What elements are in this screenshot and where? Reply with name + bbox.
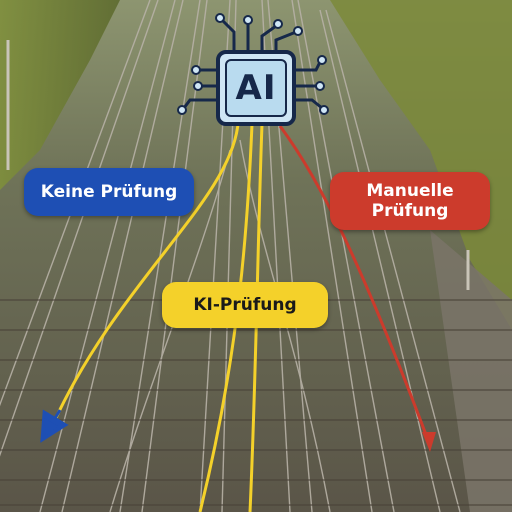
ai-chip-label: AI (235, 68, 277, 108)
poles (6, 40, 470, 290)
vegetation-left (0, 0, 120, 190)
vegetation-right (330, 0, 512, 330)
blue-arrowhead (44, 418, 58, 436)
chip-trace-nodes (177, 13, 329, 115)
red-arrowhead (422, 432, 436, 452)
label-manual-check: Manuelle Prüfung (330, 172, 490, 230)
label-no-check: Keine Prüfung (24, 168, 194, 216)
ai-chip-inner (225, 59, 287, 117)
label-ai-check: KI-Prüfung (162, 282, 328, 328)
red-path (278, 125, 430, 441)
